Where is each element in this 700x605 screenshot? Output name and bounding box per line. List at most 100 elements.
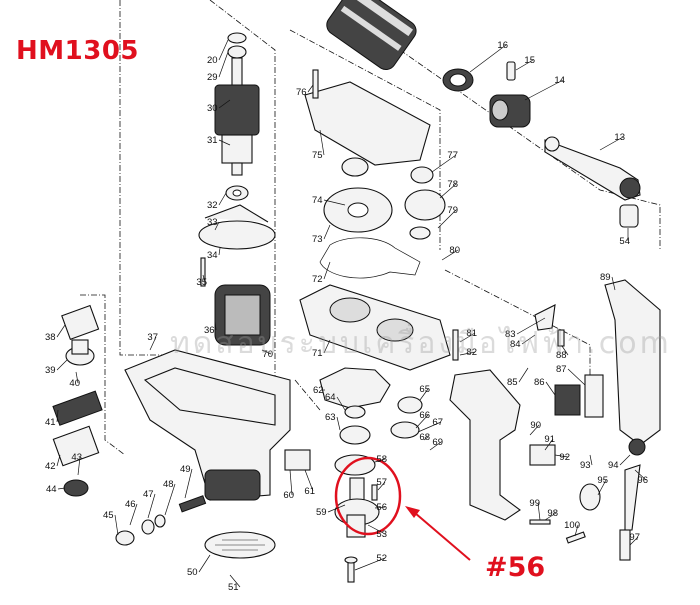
part-label-68: 68 bbox=[419, 432, 430, 443]
leader-line-65 bbox=[419, 388, 429, 401]
part-16-oil-seal bbox=[442, 68, 474, 92]
part-label-49: 49 bbox=[180, 464, 191, 475]
leader-line-60 bbox=[289, 469, 293, 496]
leader-line-86 bbox=[545, 381, 556, 396]
leader-line-36 bbox=[214, 319, 217, 331]
leader-line-99 bbox=[537, 502, 541, 521]
part-label-63: 63 bbox=[325, 412, 336, 423]
leader-line-83 bbox=[516, 317, 546, 335]
leader-line-61 bbox=[304, 469, 314, 492]
part-label-94: 94 bbox=[608, 460, 619, 471]
leader-line-40 bbox=[75, 371, 79, 384]
part-label-96: 96 bbox=[637, 475, 648, 486]
leader-line-75 bbox=[319, 129, 325, 156]
part-label-88: 88 bbox=[556, 350, 567, 361]
part-57-pin bbox=[371, 484, 378, 501]
part-label-32: 32 bbox=[207, 200, 218, 211]
leader-line-44 bbox=[57, 487, 66, 490]
part-label-80: 80 bbox=[449, 245, 460, 256]
leader-line-29 bbox=[218, 51, 229, 78]
callout-marker bbox=[334, 456, 471, 561]
part-label-36: 36 bbox=[204, 325, 215, 336]
part-label-42: 42 bbox=[45, 461, 56, 472]
part-label-30: 30 bbox=[207, 103, 218, 114]
part-label-78: 78 bbox=[447, 179, 458, 190]
part-label-20: 20 bbox=[207, 55, 218, 66]
part-label-91: 91 bbox=[544, 434, 555, 445]
leader-line-74 bbox=[323, 199, 346, 206]
leader-line-66 bbox=[415, 414, 429, 429]
leader-line-81 bbox=[459, 332, 476, 343]
leader-line-63 bbox=[336, 416, 341, 431]
leader-line-45 bbox=[114, 514, 119, 536]
part-label-65: 65 bbox=[419, 384, 430, 395]
leader-line-39 bbox=[56, 359, 68, 371]
leader-line-41 bbox=[56, 409, 59, 423]
leader-line-80 bbox=[441, 249, 459, 261]
leader-line-84 bbox=[521, 334, 536, 345]
leader-line-57 bbox=[377, 481, 386, 491]
part-label-73: 73 bbox=[312, 234, 323, 245]
part-label-61: 61 bbox=[304, 486, 315, 497]
part-label-85: 85 bbox=[507, 377, 518, 388]
part-label-75: 75 bbox=[312, 150, 323, 161]
leader-line-92 bbox=[554, 454, 569, 458]
part-label-60: 60 bbox=[283, 490, 294, 501]
part-label-41: 41 bbox=[45, 417, 56, 428]
leader-line-90 bbox=[529, 424, 540, 436]
part-label-56: 56 bbox=[376, 502, 387, 513]
part-53-56-crank-shaft bbox=[334, 477, 380, 538]
part-66-plate bbox=[390, 421, 420, 439]
part-77-bearing bbox=[341, 157, 434, 184]
part-label-84: 84 bbox=[510, 339, 521, 350]
part-78-gear bbox=[404, 189, 446, 221]
part-64-bearing bbox=[344, 405, 366, 419]
part-46-47-seals bbox=[115, 514, 166, 546]
part-29-bearing bbox=[227, 45, 247, 59]
part-13-crank bbox=[544, 136, 641, 201]
part-label-93: 93 bbox=[580, 460, 591, 471]
leader-line-93 bbox=[589, 454, 593, 466]
part-label-31: 31 bbox=[207, 135, 218, 146]
leader-line-82 bbox=[459, 351, 476, 356]
leader-line-85 bbox=[518, 367, 529, 383]
part-42-plate bbox=[52, 425, 100, 467]
part-32-bearing bbox=[225, 185, 249, 201]
part-44-cap bbox=[63, 479, 89, 497]
part-label-97: 97 bbox=[629, 532, 640, 543]
leader-line-79 bbox=[437, 209, 457, 229]
part-label-53: 53 bbox=[376, 529, 387, 540]
part-label-86: 86 bbox=[534, 377, 545, 388]
leader-line-67 bbox=[417, 421, 442, 433]
part-label-95: 95 bbox=[597, 475, 608, 486]
part-label-15: 15 bbox=[524, 55, 535, 66]
part-41-gasket bbox=[52, 390, 103, 426]
leader-line-73 bbox=[323, 224, 331, 240]
leader-line-94 bbox=[619, 454, 631, 466]
part-88-spring bbox=[557, 329, 565, 347]
callout-label: #56 bbox=[485, 552, 546, 583]
part-96-cord-guard bbox=[624, 464, 641, 531]
part-60-box bbox=[284, 449, 311, 471]
part-36-field bbox=[214, 284, 271, 346]
leader-line-71 bbox=[323, 339, 331, 354]
part-label-39: 39 bbox=[45, 365, 56, 376]
leader-line-98 bbox=[544, 512, 557, 521]
model-title: HM1305 bbox=[16, 36, 139, 66]
leader-line-20 bbox=[218, 39, 229, 61]
leader-line-59 bbox=[327, 504, 346, 513]
part-label-66: 66 bbox=[419, 410, 430, 421]
leader-line-88 bbox=[561, 345, 569, 356]
leader-line-96 bbox=[634, 469, 647, 481]
part-label-38: 38 bbox=[45, 332, 56, 343]
part-14-sleeve bbox=[489, 94, 531, 128]
leader-line-100 bbox=[574, 524, 579, 537]
part-label-54: 54 bbox=[619, 236, 630, 247]
leader-line-32 bbox=[218, 192, 227, 206]
part-63-bearing bbox=[339, 425, 371, 445]
part-label-71: 71 bbox=[312, 348, 323, 359]
part-label-57: 57 bbox=[376, 477, 387, 488]
leader-line-64 bbox=[336, 396, 346, 411]
part-48-49-screw bbox=[178, 495, 207, 513]
